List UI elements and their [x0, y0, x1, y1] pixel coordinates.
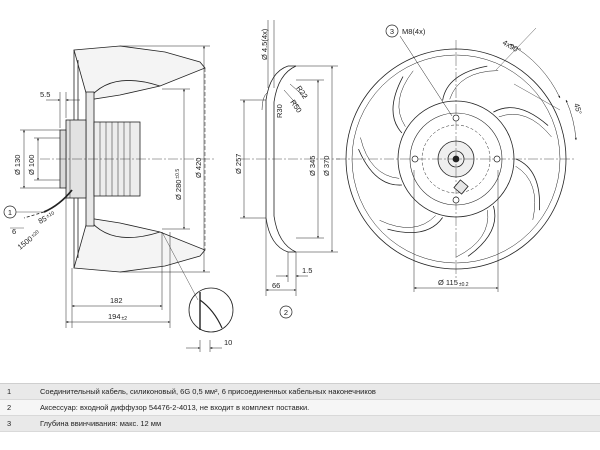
front-view — [336, 40, 576, 280]
label-m8: M8(4x) — [402, 27, 426, 36]
impeller-blades — [358, 65, 552, 258]
dim-6: 6 — [12, 227, 16, 236]
svg-text:2: 2 — [284, 308, 288, 317]
mounting-holes — [411, 114, 501, 204]
impeller-blade — [493, 107, 549, 126]
dim-r50: R50 — [288, 98, 303, 114]
angle-45: 45° — [572, 102, 584, 115]
impeller-blade-edge — [498, 114, 552, 138]
legend-text: Соединительный кабель, силиконовый, 6G 0… — [40, 387, 376, 396]
dim-d280: Ø 280±0.5 — [174, 169, 183, 200]
dim-1500: 1500±20 — [16, 228, 42, 251]
legend-row: 3 Глубина ввинчивания: макс. 12 мм — [0, 416, 600, 432]
dim-d115: Ø 115±0.2 — [438, 278, 469, 288]
nozzle-view — [240, 65, 340, 253]
impeller-blade — [387, 217, 443, 234]
impeller-blade — [442, 65, 488, 101]
legend-row: 1 Соединительный кабель, силиконовый, 6G… — [0, 384, 600, 400]
detail-circle — [186, 287, 234, 352]
dim-194: 194±2 — [108, 312, 127, 322]
legend-number: 1 — [7, 387, 12, 396]
dim-d370: Ø 370 — [322, 156, 331, 176]
dim-5-5: 5.5 — [40, 90, 50, 99]
dim-d4-5: Ø 4.5(4x) — [260, 28, 269, 60]
dim-182: 182 — [110, 296, 123, 305]
dim-d420: Ø 420 — [194, 158, 203, 178]
impeller-blade — [392, 76, 404, 134]
dim-d100: Ø 100 — [27, 155, 36, 175]
svg-text:3: 3 — [390, 27, 394, 36]
legend-row: 2 Аксессуар: входной диффузор 54476-2-40… — [0, 400, 600, 416]
callout-2: 2 — [279, 305, 293, 319]
dim-d257: Ø 257 — [234, 154, 243, 174]
impeller-blade-edge — [515, 165, 536, 220]
dim-85: 85±10 — [37, 209, 57, 225]
dim-10: 10 — [224, 338, 232, 347]
impeller-blade — [467, 205, 496, 257]
impeller-blade-edge — [456, 210, 489, 258]
dim-66: 66 — [272, 281, 280, 290]
dim-d345: Ø 345 — [308, 156, 317, 176]
svg-text:1: 1 — [8, 208, 12, 217]
technical-drawing: 1 5.5 Ø 130 Ø 100 6 85±10 1500±20 Ø 280±… — [3, 20, 584, 352]
dim-r30: R30 — [275, 104, 284, 118]
legend-table: 1 Соединительный кабель, силиконовый, 6G… — [0, 383, 600, 432]
legend-text: Глубина ввинчивания: макс. 12 мм — [40, 419, 162, 428]
impeller-blade-edge — [360, 137, 400, 179]
impeller-blade — [515, 158, 540, 211]
side-view — [23, 45, 215, 273]
impeller-blade — [358, 148, 402, 186]
impeller-blade-edge — [449, 70, 499, 100]
legend-text: Аксессуар: входной диффузор 54476-2-4013… — [40, 403, 310, 412]
dim-d130: Ø 130 — [13, 155, 22, 175]
legend-number: 2 — [7, 403, 12, 412]
callout-1: 1 — [3, 205, 44, 219]
callout-3: 3 — [385, 24, 399, 38]
legend-number: 3 — [7, 419, 12, 428]
impeller-blade-edge — [379, 215, 436, 228]
dim-1-5: 1.5 — [302, 266, 312, 275]
impeller-blade-edge — [398, 70, 414, 127]
angle-4x90: 4x90° — [501, 38, 522, 55]
